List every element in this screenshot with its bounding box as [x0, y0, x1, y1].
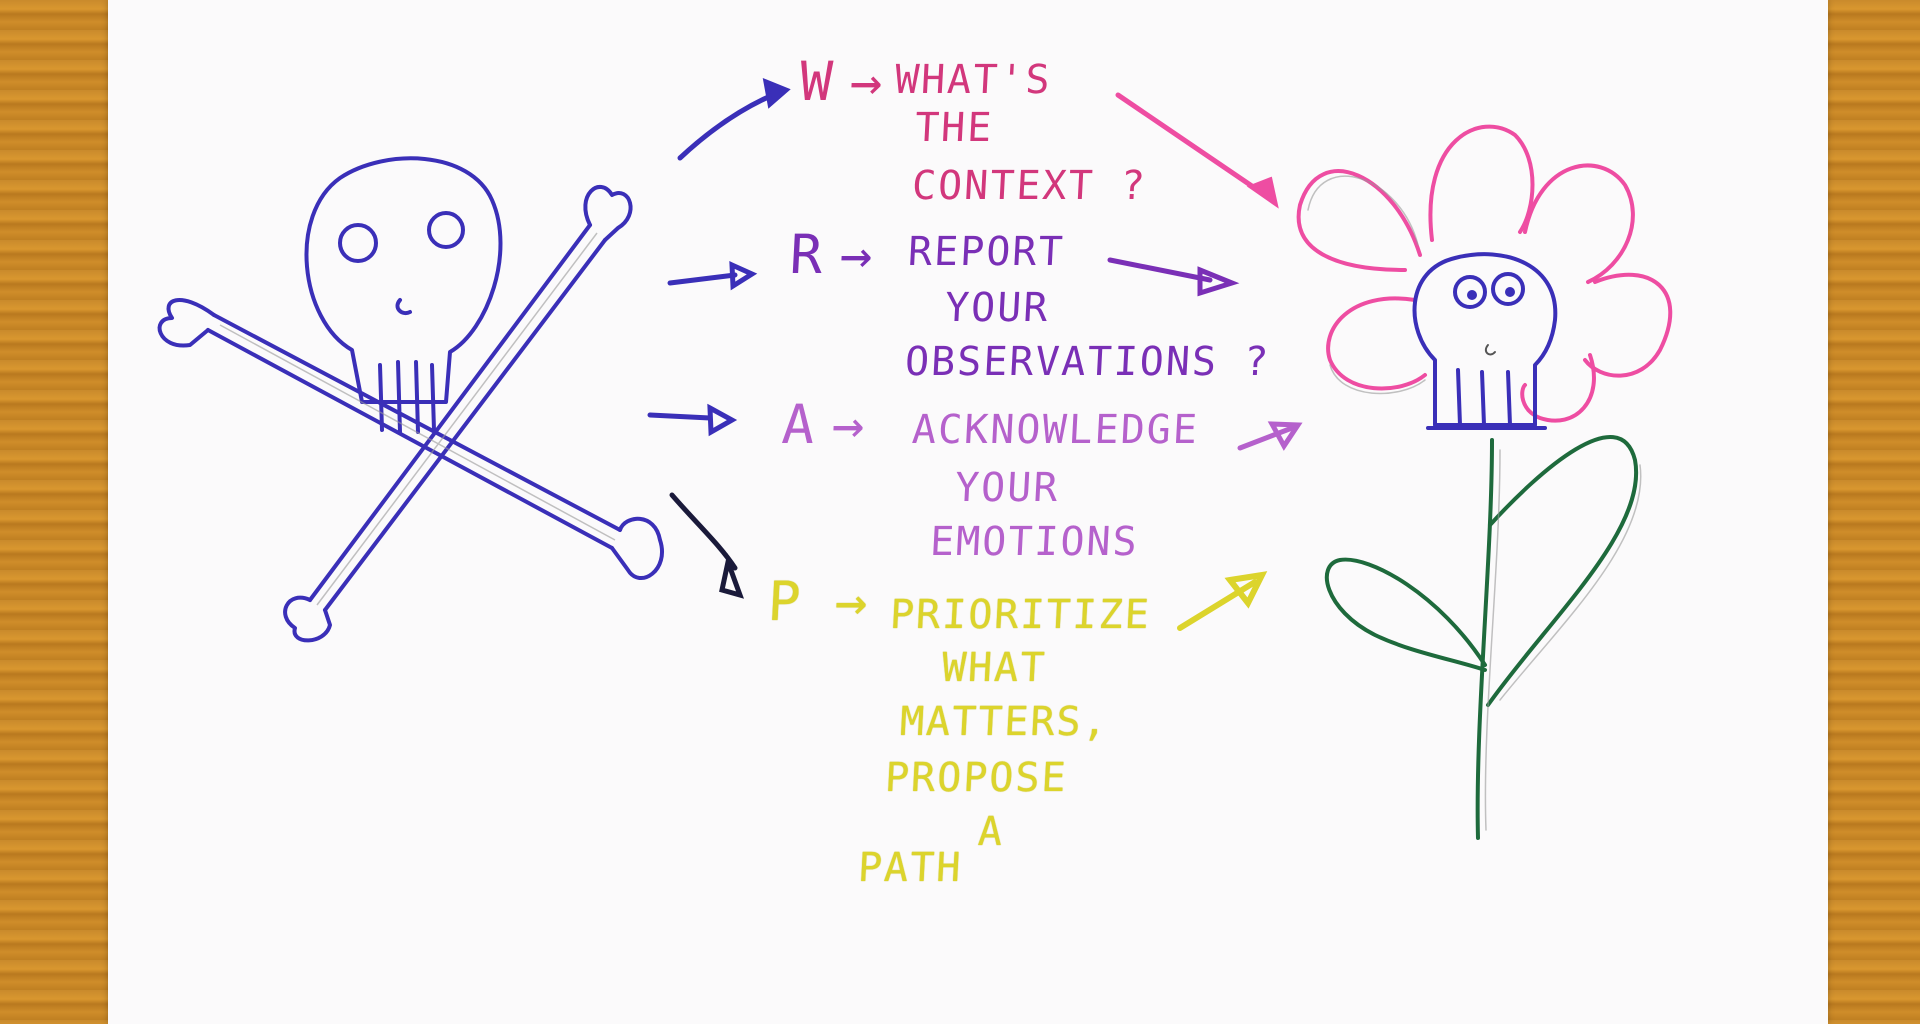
- step-p-line-6: PATH: [856, 845, 964, 891]
- paper-sheet: [108, 0, 1828, 1024]
- step-w-line-3: CONTEXT ?: [910, 163, 1148, 209]
- step-p-line-5: A: [976, 809, 1006, 855]
- step-w-letter: W: [798, 50, 837, 113]
- step-r-line-2: YOUR: [943, 285, 1051, 331]
- step-a-letter: A: [780, 393, 819, 456]
- step-p-line-1: PRIORITIZE: [888, 592, 1153, 638]
- step-r-line-1: REPORT: [906, 229, 1066, 275]
- step-p-letter: P: [766, 570, 805, 633]
- arrow-p-left: [669, 492, 745, 599]
- skull-flower-icon: [1296, 124, 1673, 840]
- step-w-line-2: THE: [913, 105, 995, 151]
- arrow-w-right: [1115, 92, 1279, 209]
- arrow-p-right: [1177, 571, 1268, 631]
- step-p-line-3: MATTERS,: [898, 699, 1110, 745]
- step-w-arrow: →: [848, 50, 887, 113]
- step-r-letter: R: [788, 223, 827, 286]
- step-r-line-3: OBSERVATIONS ?: [903, 339, 1272, 385]
- arrow-a-left: [647, 403, 738, 437]
- step-r-arrow: →: [838, 223, 877, 286]
- skull-crossbones-icon: [157, 156, 664, 643]
- step-p-line-4: PROPOSE: [883, 755, 1069, 801]
- arrow-r-left: [667, 261, 758, 291]
- step-a-arrow: →: [830, 393, 869, 456]
- arrow-a-right: [1237, 421, 1303, 451]
- step-a-line-2: YOUR: [953, 465, 1061, 511]
- step-p-arrow: →: [833, 570, 872, 633]
- step-w-line-1: WHAT'S: [893, 57, 1053, 103]
- arrow-r-right: [1107, 257, 1240, 297]
- step-a-line-3: EMOTIONS: [928, 519, 1140, 565]
- step-a-line-1: ACKNOWLEDGE: [910, 407, 1201, 453]
- arrow-w-left: [677, 78, 791, 161]
- step-p-line-2: WHAT: [940, 645, 1048, 691]
